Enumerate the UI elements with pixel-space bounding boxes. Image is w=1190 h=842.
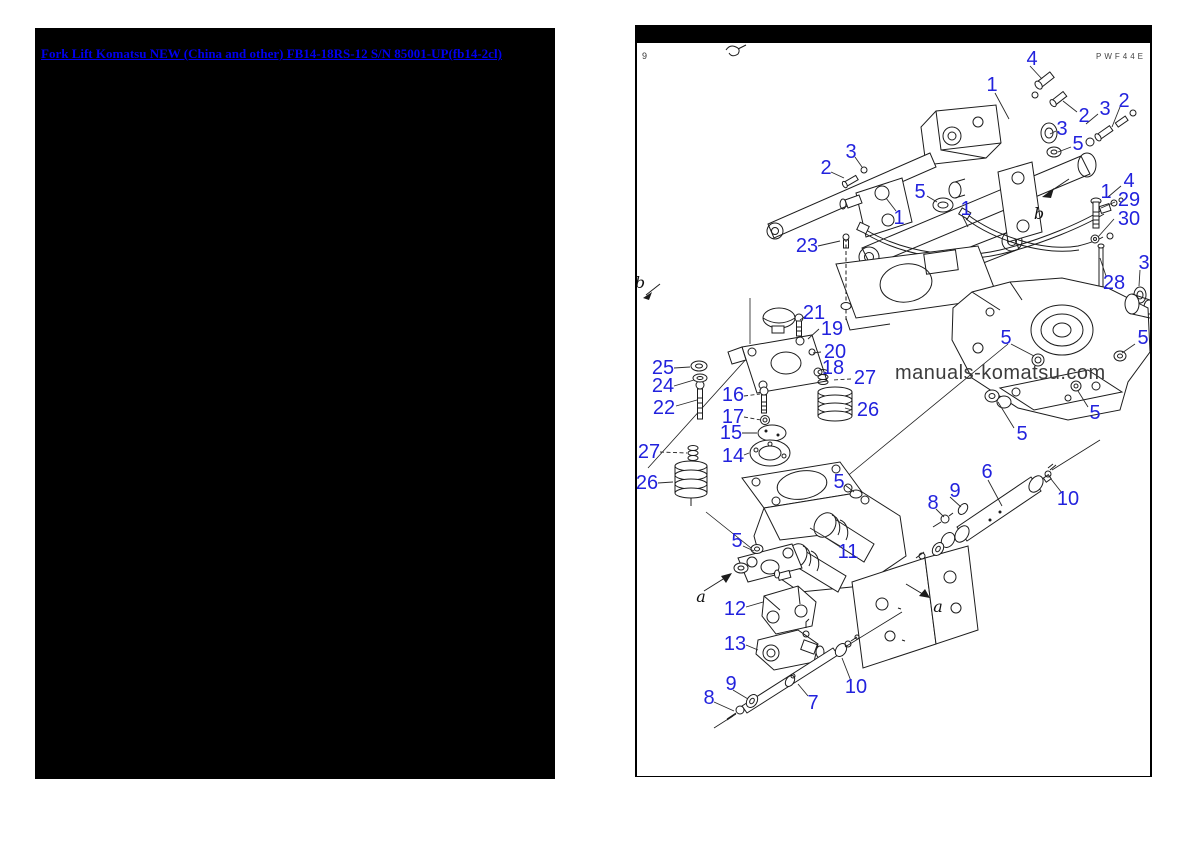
part-callout-1[interactable]: 1 xyxy=(986,74,998,96)
part-callout-8[interactable]: 8 xyxy=(927,492,939,514)
part-callout-9[interactable]: 9 xyxy=(949,480,961,502)
part-callout-30[interactable]: 30 xyxy=(1117,208,1141,230)
part-callout-28[interactable]: 28 xyxy=(1102,272,1126,294)
part-callout-1[interactable]: 1 xyxy=(893,207,905,229)
part-callout-2[interactable]: 2 xyxy=(1118,90,1130,112)
part-callout-27[interactable]: 27 xyxy=(853,367,877,389)
part-callout-25[interactable]: 25 xyxy=(651,357,675,379)
part-callout-3[interactable]: 3 xyxy=(1056,118,1068,140)
part-callout-2[interactable]: 2 xyxy=(1078,105,1090,127)
watermark: manuals-komatsu.com xyxy=(895,362,1106,384)
part-callout-4[interactable]: 4 xyxy=(1026,48,1038,70)
part-callout-8[interactable]: 8 xyxy=(703,687,715,709)
diagram-top-bar xyxy=(637,25,1150,43)
exploded-parts-drawing xyxy=(643,44,1150,729)
parts-diagram-panel: 9 PWF44E manuals-komatsu.com xyxy=(635,25,1152,777)
part-callout-3[interactable]: 3 xyxy=(1099,98,1111,120)
part-callout-5[interactable]: 5 xyxy=(914,181,926,203)
part-callout-23[interactable]: 23 xyxy=(795,235,819,257)
part-callout-18[interactable]: 18 xyxy=(821,357,845,379)
part-callout-16[interactable]: 16 xyxy=(721,384,745,406)
page-code: PWF44E xyxy=(1095,52,1146,61)
part-callout-5[interactable]: 5 xyxy=(1137,327,1149,349)
part-callout-22[interactable]: 22 xyxy=(652,397,676,419)
part-callout-7[interactable]: 7 xyxy=(807,692,819,714)
part-callout-5[interactable]: 5 xyxy=(1000,327,1012,349)
part-callout-27[interactable]: 27 xyxy=(637,441,661,463)
part-callout-20[interactable]: 20 xyxy=(823,341,847,363)
part-callout-10[interactable]: 10 xyxy=(844,676,868,698)
part-callout-5[interactable]: 5 xyxy=(1016,423,1028,445)
navigation-panel: Fork Lift Komatsu NEW (China and other) … xyxy=(35,28,555,779)
part-callout-9[interactable]: 9 xyxy=(725,673,737,695)
part-callout-1[interactable]: 1 xyxy=(960,198,972,220)
part-callout-26[interactable]: 26 xyxy=(635,472,659,494)
part-callout-21[interactable]: 21 xyxy=(802,302,826,324)
part-callout-3[interactable]: 3 xyxy=(1138,252,1150,274)
part-callout-15[interactable]: 15 xyxy=(719,422,743,444)
part-callout-11[interactable]: 11 xyxy=(837,541,859,563)
part-callout-2[interactable]: 2 xyxy=(820,157,832,179)
part-callout-5[interactable]: 5 xyxy=(731,530,743,552)
part-callout-13[interactable]: 13 xyxy=(723,633,747,655)
part-callout-24[interactable]: 24 xyxy=(651,375,675,397)
part-callout-14[interactable]: 14 xyxy=(721,445,745,467)
part-callout-26[interactable]: 26 xyxy=(856,399,880,421)
part-callout-5[interactable]: 5 xyxy=(833,471,845,493)
part-callout-5[interactable]: 5 xyxy=(1072,133,1084,155)
part-callout-5[interactable]: 5 xyxy=(1089,402,1101,424)
part-callout-10[interactable]: 10 xyxy=(1056,488,1080,510)
part-callout-19[interactable]: 19 xyxy=(820,318,844,340)
part-callout-17[interactable]: 17 xyxy=(721,406,745,428)
part-callout-3[interactable]: 3 xyxy=(845,141,857,163)
part-callout-6[interactable]: 6 xyxy=(981,461,993,483)
part-callout-29[interactable]: 29 xyxy=(1117,189,1141,211)
part-callout-12[interactable]: 12 xyxy=(723,598,747,620)
corner-mark: 9 xyxy=(642,51,648,61)
breadcrumb-link[interactable]: Fork Lift Komatsu NEW (China and other) … xyxy=(41,46,502,61)
part-callout-4[interactable]: 4 xyxy=(1123,170,1135,192)
part-callout-1[interactable]: 1 xyxy=(1100,181,1112,203)
